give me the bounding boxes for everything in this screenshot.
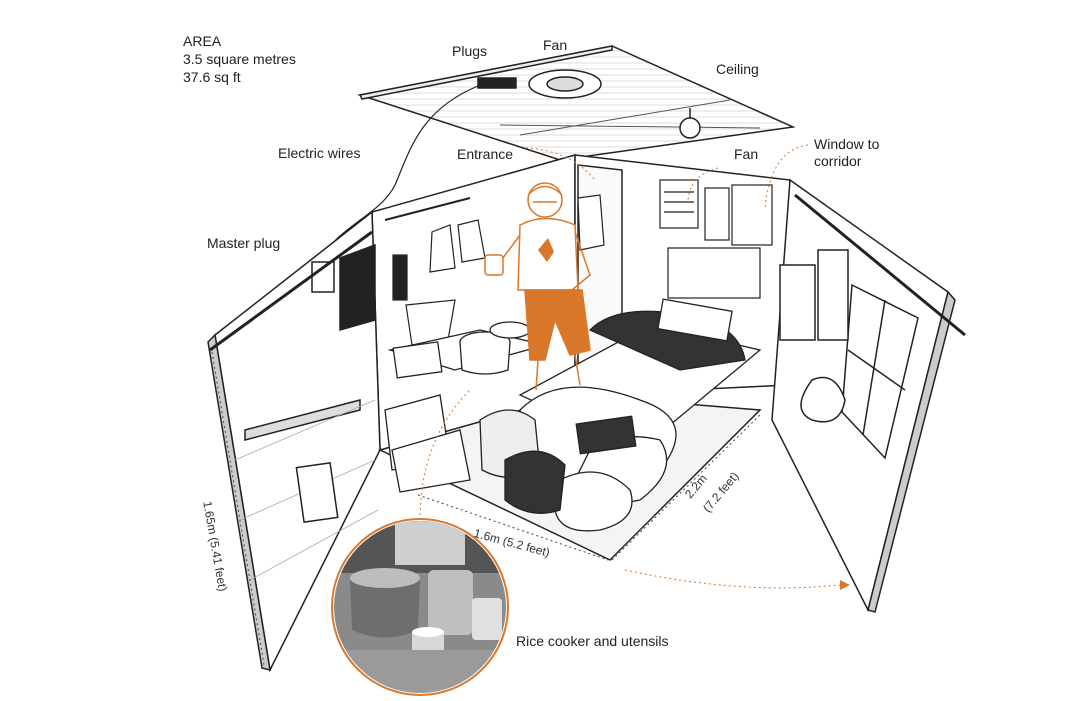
light-bulb-icon — [679, 117, 701, 139]
measure-lines — [211, 351, 761, 666]
back-wall-details — [384, 179, 773, 346]
right-wall — [771, 178, 966, 613]
window-label-line2: corridor — [814, 153, 862, 169]
mesh-bag-icon — [800, 376, 846, 423]
ceiling-panel — [357, 45, 796, 161]
master-plug-label: Master plug — [207, 235, 281, 251]
area-metric: 3.5 square metres — [183, 51, 296, 67]
window-label-line1: Window to — [814, 136, 880, 152]
rice-cooker-label: Rice cooker and utensils — [516, 633, 669, 649]
plugs-label: Plugs — [452, 43, 488, 59]
man-figure — [484, 182, 591, 391]
area-heading: AREA — [183, 33, 222, 49]
ceiling-plugs-icon — [477, 77, 517, 89]
leader-lines — [419, 144, 841, 589]
floor-storage — [384, 394, 637, 514]
left-wall — [207, 210, 381, 673]
area-imperial: 37.6 sq ft — [183, 69, 241, 85]
window-icon — [841, 283, 919, 460]
wall-fan-label: Fan — [734, 146, 759, 162]
table-with-cooker — [387, 321, 546, 379]
electric-wire — [319, 85, 479, 261]
entrance-label: Entrance — [457, 146, 514, 162]
wall-fan-icon — [659, 179, 699, 229]
electric-wires-label: Electric wires — [278, 145, 361, 161]
ceiling-fan-label: Fan — [543, 37, 568, 53]
area-info: AREA 3.5 square metres 37.6 sq ft — [183, 32, 296, 86]
head-icon — [527, 182, 563, 218]
bottle-icon — [392, 254, 408, 301]
rice-cooker-photo — [331, 518, 509, 696]
ceiling-label: Ceiling — [716, 61, 759, 77]
